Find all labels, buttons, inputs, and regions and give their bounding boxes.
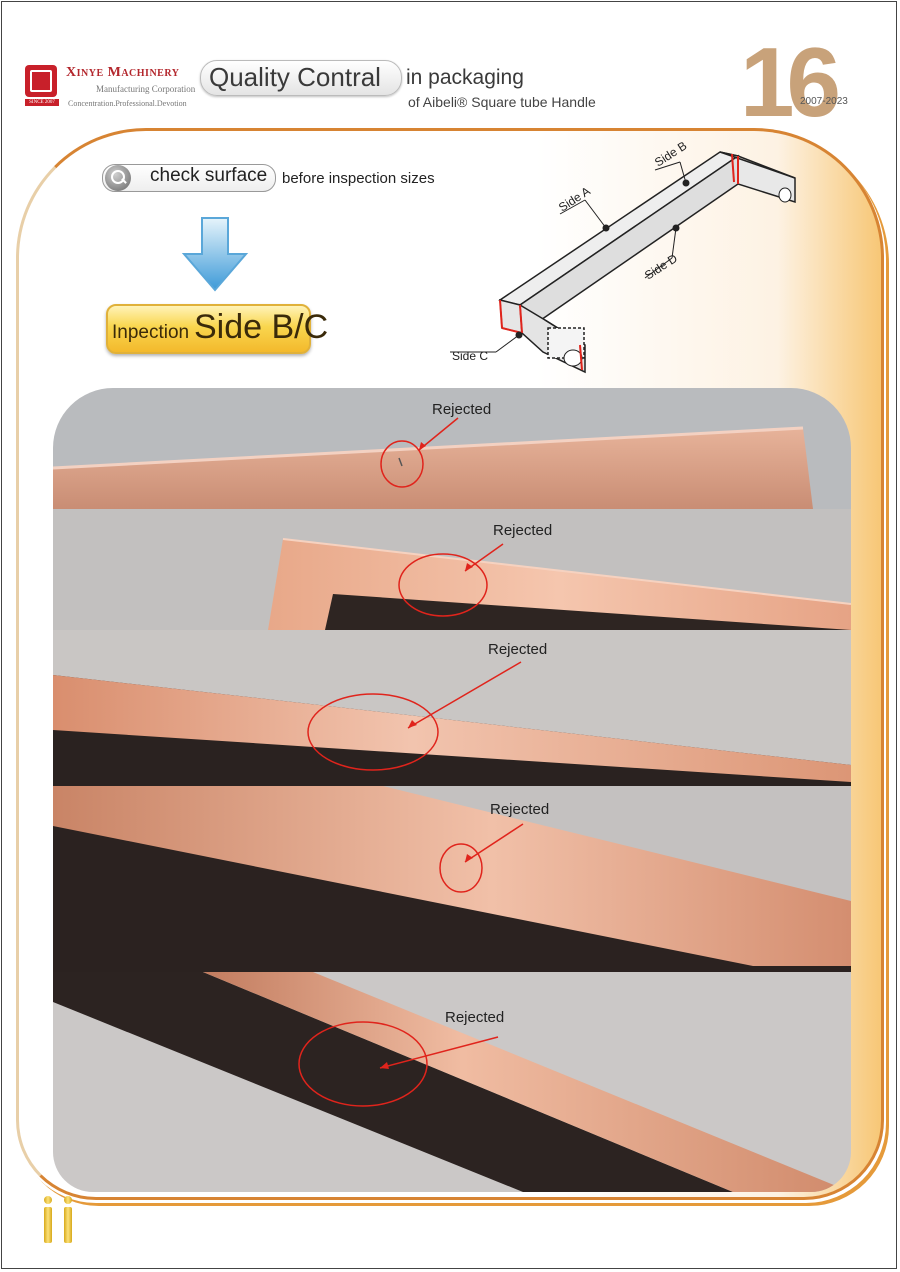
inspection-sides: Side B/C xyxy=(194,308,329,346)
check-surface-label: check surface xyxy=(150,165,268,186)
rejected-label: Rejected xyxy=(488,641,548,658)
side-d-label: Side D xyxy=(642,251,680,283)
defect-photo-4: Rejected xyxy=(53,786,851,972)
year-range: 2007-2023 xyxy=(800,96,848,107)
brand-name: Xinye Machinery xyxy=(66,65,180,80)
ii-logo xyxy=(44,1196,72,1243)
title-product: of Aibeli® Square tube Handle xyxy=(408,94,596,110)
defect-photo-1: Rejected xyxy=(53,388,851,509)
since-label: SINCE 2007 xyxy=(25,99,59,106)
brand-tagline: Concentration.Professional.Devotion xyxy=(68,99,187,108)
defect-photo-2: Rejected xyxy=(53,509,851,630)
inspection-label: Inpection xyxy=(112,322,190,343)
check-surface-note: before inspection sizes xyxy=(282,170,435,187)
rejected-label: Rejected xyxy=(490,801,550,818)
brand-subtitle: Manufacturing Corporation xyxy=(96,84,196,94)
page-title: Quality Contral xyxy=(209,62,381,92)
down-arrow-icon xyxy=(181,217,249,292)
side-c-label: Side C xyxy=(452,349,488,363)
rejected-label: Rejected xyxy=(493,522,553,539)
defect-photo-3: Rejected xyxy=(53,630,851,786)
inspection-badge xyxy=(106,304,311,354)
rejected-label: Rejected xyxy=(432,401,492,418)
title-suffix: in packaging xyxy=(406,66,524,89)
defect-photo-5: Rejected xyxy=(53,972,851,1192)
magnifier-icon xyxy=(105,165,131,191)
title-pill xyxy=(200,60,402,96)
check-surface-pill xyxy=(102,164,276,192)
side-a-label: Side A xyxy=(556,184,593,215)
handle-diagram: Side A Side B Side C Side D xyxy=(450,140,796,374)
rejected-label: Rejected xyxy=(445,1009,505,1026)
page-number: 16 xyxy=(740,27,841,137)
brand-logo xyxy=(25,65,57,97)
